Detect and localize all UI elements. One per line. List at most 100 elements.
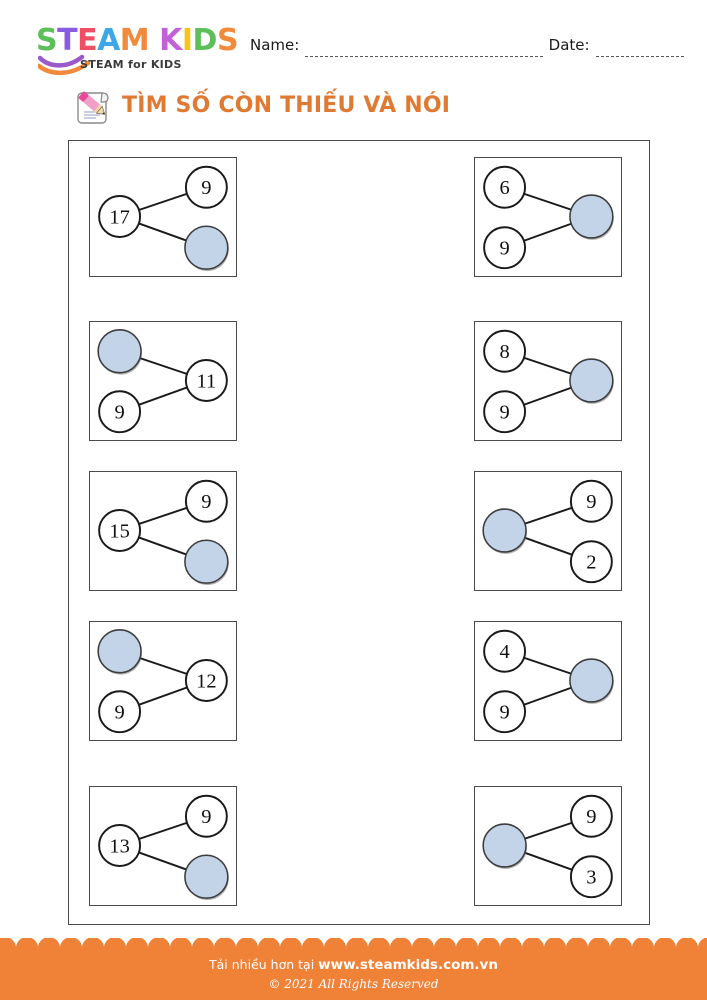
number-value: 4	[499, 641, 509, 663]
logo-letter-5	[149, 26, 159, 56]
number-bond-diagram: 13 9	[98, 794, 229, 901]
number-bond-diagram: 93	[482, 794, 613, 899]
number-circle	[569, 855, 613, 899]
number-circle	[569, 794, 613, 838]
answer-blank-circle[interactable]	[482, 823, 527, 868]
number-value: 6	[499, 177, 509, 199]
number-circle	[483, 165, 527, 209]
logo-letter-4: M	[119, 23, 150, 58]
logo-letter-6: K	[159, 23, 182, 58]
footer-copyright: © 2021 All Rights Reserved	[268, 977, 439, 991]
number-value: 9	[586, 491, 596, 513]
logo-letter-1: T	[57, 23, 78, 58]
footer-prefix: Tải nhiều hơn tại	[209, 957, 319, 972]
answer-blank-circle[interactable]	[569, 194, 614, 239]
logo-letter-3: A	[97, 23, 120, 58]
footer-scallop-decoration	[0, 938, 707, 952]
page-title: TÌM SỐ CÒN THIẾU VÀ NÓI	[122, 92, 451, 118]
number-value: 9	[499, 402, 509, 424]
worksheet-title-row: TÌM SỐ CÒN THIẾU VÀ NÓI	[70, 82, 450, 128]
number-circle	[184, 659, 228, 702]
logo-wordmark: STEAM KIDS	[36, 23, 239, 58]
number-value: 11	[197, 370, 217, 392]
number-value: 13	[109, 835, 129, 857]
exercise-box-ex-1: 17 9	[89, 157, 237, 277]
number-circle	[98, 195, 142, 238]
page-header: STEAM KIDS STEAM for KIDS Name: Date:	[0, 0, 707, 80]
logo-letter-8: D	[192, 23, 218, 58]
number-bond-diagram: 9 11	[97, 329, 228, 434]
number-circle	[184, 359, 228, 402]
name-date-row: Name: Date:	[250, 36, 690, 60]
logo-swoosh-icon	[38, 54, 91, 75]
number-value: 9	[499, 702, 509, 724]
number-circle	[184, 165, 228, 209]
answer-blank-circle[interactable]	[97, 629, 142, 674]
answer-blank-circle[interactable]	[569, 658, 614, 703]
footer-site-link[interactable]: www.steamkids.com.vn	[318, 957, 498, 973]
number-value: 8	[499, 341, 509, 363]
logo-letter-2: E	[77, 23, 98, 58]
number-value: 3	[586, 867, 596, 889]
answer-blank-circle[interactable]	[184, 539, 229, 584]
number-bond-diagram: 69	[483, 165, 614, 270]
number-bond-diagram: 49	[483, 629, 614, 734]
name-input-line[interactable]	[305, 56, 543, 57]
answer-blank-circle[interactable]	[569, 358, 614, 403]
number-bond-diagram: 17 9	[98, 165, 229, 272]
number-value: 9	[201, 177, 211, 199]
number-circle	[569, 479, 613, 523]
number-bond-diagram: 89	[483, 329, 614, 434]
number-value: 9	[586, 806, 596, 828]
logo-tagline: STEAM for KIDS	[80, 58, 182, 71]
logo-letter-7: I	[181, 23, 193, 58]
page-footer: Tải nhiều hơn tại www.steamkids.com.vn ©…	[0, 938, 707, 1000]
logo-letter-0: S	[36, 23, 58, 58]
footer-site-line: Tải nhiều hơn tại www.steamkids.com.vn	[0, 955, 707, 975]
number-value: 9	[499, 238, 509, 260]
number-circle	[98, 824, 142, 867]
number-circle	[184, 479, 228, 523]
answer-blank-circle[interactable]	[184, 225, 229, 270]
number-circle	[483, 329, 527, 373]
number-value: 17	[109, 206, 129, 228]
date-input-line[interactable]	[595, 56, 684, 57]
number-circle	[483, 629, 527, 673]
name-label: Name:	[250, 36, 300, 54]
number-value: 9	[201, 806, 211, 828]
exercise-box-ex-9: 13 9	[89, 786, 237, 906]
logo-letter-9: S	[216, 23, 239, 58]
answer-blank-circle[interactable]	[97, 329, 142, 374]
steam-kids-logo: STEAM KIDS STEAM for KIDS	[36, 23, 239, 75]
number-circle	[483, 690, 527, 734]
number-value: 2	[586, 552, 596, 574]
number-value: 9	[201, 491, 211, 513]
number-circle	[569, 540, 613, 584]
answer-blank-circle[interactable]	[184, 854, 229, 899]
number-circle	[98, 690, 142, 734]
number-value: 12	[196, 670, 216, 692]
date-label: Date:	[548, 36, 590, 54]
number-circle	[483, 390, 527, 434]
answer-blank-circle[interactable]	[482, 508, 527, 553]
number-circle	[184, 794, 228, 838]
number-bond-diagram: 92	[482, 479, 613, 584]
number-circle	[98, 390, 142, 434]
number-circle	[483, 226, 527, 270]
footer-body: Tải nhiều hơn tại www.steamkids.com.vn ©…	[0, 950, 707, 1000]
number-bond-diagram: 159	[98, 479, 229, 586]
exercise-box-ex-3: 9 11	[89, 321, 237, 441]
number-bond-diagram: 912	[97, 629, 228, 734]
number-circle	[98, 509, 142, 552]
number-value: 9	[114, 402, 124, 424]
